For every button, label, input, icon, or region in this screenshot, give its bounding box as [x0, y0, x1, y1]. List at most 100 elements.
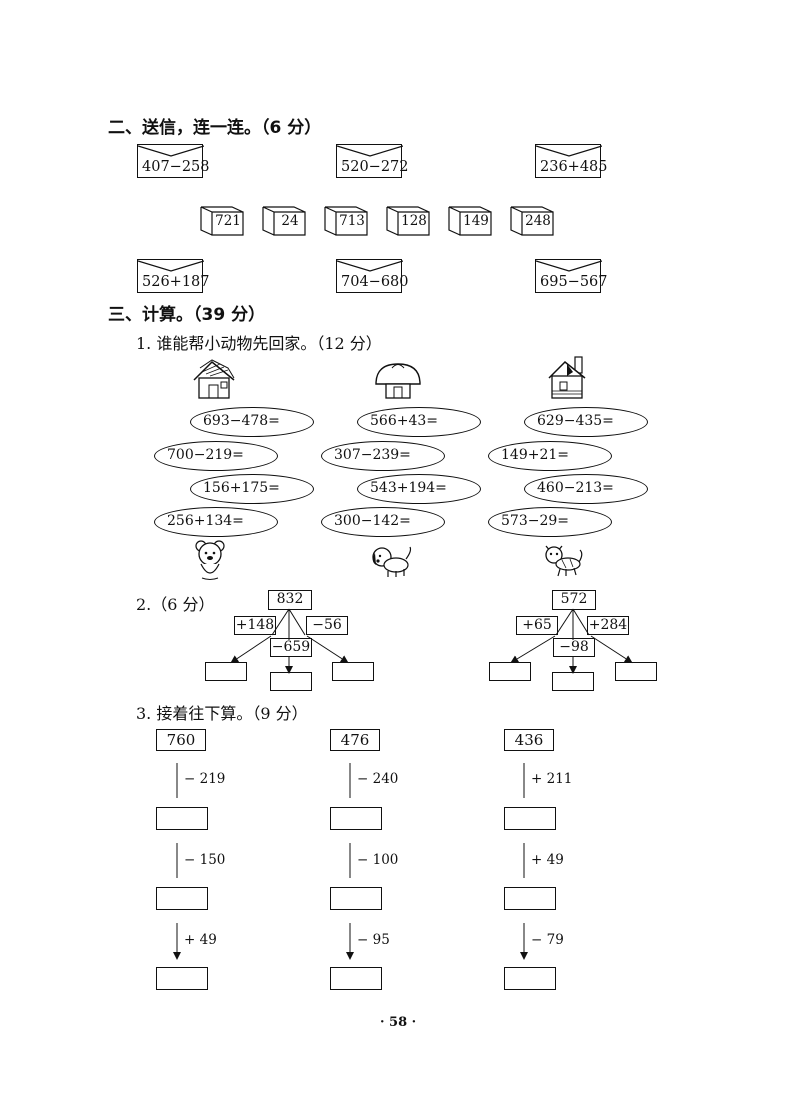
chain-step-op: − 240 [357, 771, 399, 787]
envelope-top-3: 236+485 [535, 144, 608, 178]
cube-icon [448, 206, 492, 236]
number-box-4: 128 [386, 206, 430, 236]
envelope-expression: 695−567 [540, 274, 608, 290]
chain-answer-box[interactable] [156, 967, 208, 990]
chain-answer-box[interactable] [330, 807, 382, 830]
number-box-value: 713 [339, 213, 365, 229]
expression-text: 460−213= [537, 480, 614, 496]
chain-step-op: − 79 [531, 932, 564, 948]
envelope-bottom-2: 704−680 [336, 259, 409, 293]
expression-text: 256+134= [167, 513, 244, 529]
answer-box[interactable] [489, 662, 531, 681]
chain-answer-box[interactable] [504, 887, 556, 910]
chain-step-op: + 211 [531, 771, 573, 787]
expression-oval: 256+134= [154, 507, 278, 537]
cube-icon [200, 206, 244, 236]
envelope-flap-icon [337, 145, 403, 157]
envelope-bottom-1: 526+187 [137, 259, 210, 293]
envelope-flap-icon [536, 260, 602, 272]
expression-text: 573−29= [501, 513, 569, 529]
expression-oval: 693−478= [190, 407, 314, 437]
expression-oval: 156+175= [190, 474, 314, 504]
number-box-2: 24 [262, 206, 306, 236]
expression-text: 700−219= [167, 447, 244, 463]
tree-root-box: 832 [268, 590, 312, 610]
expression-text: 693−478= [203, 413, 280, 429]
envelope-flap-icon [138, 145, 204, 157]
answer-box[interactable] [615, 662, 657, 681]
section2-heading: 二、送信，连一连。（6 分） [108, 118, 322, 138]
part3-title: 3. 接着往下算。（9 分） [136, 704, 308, 723]
expression-oval: 307−239= [321, 441, 445, 471]
expression-oval: 629−435= [524, 407, 648, 437]
expression-oval: 149+21= [488, 441, 612, 471]
tree-op-box: −659 [270, 638, 312, 657]
answer-box[interactable] [332, 662, 374, 681]
chain-step-op: − 150 [184, 852, 226, 868]
section3-heading: 三、计算。（39 分） [108, 305, 266, 325]
envelope-expression: 236+485 [540, 159, 608, 175]
envelope-flap-icon [536, 145, 602, 157]
chain-answer-box[interactable] [504, 967, 556, 990]
expression-text: 156+175= [203, 480, 280, 496]
tree-op-box: +284 [587, 616, 629, 635]
tree-connector-lines [230, 608, 633, 674]
chain-answer-box[interactable] [504, 807, 556, 830]
bear-icon [195, 540, 225, 580]
chain-step-op: + 49 [531, 852, 564, 868]
chain-step-op: − 95 [357, 932, 390, 948]
cube-icon [386, 206, 430, 236]
number-box-5: 149 [448, 206, 492, 236]
tree-root-box: 572 [552, 590, 596, 610]
chain-answer-box[interactable] [330, 887, 382, 910]
expression-text: 149+21= [501, 447, 569, 463]
expression-oval: 700−219= [154, 441, 278, 471]
answer-box[interactable] [270, 672, 312, 691]
answer-box[interactable] [552, 672, 594, 691]
tree-op-box: +65 [516, 616, 558, 635]
cube-icon [324, 206, 368, 236]
dog-icon [372, 546, 412, 577]
number-box-1: 721 [200, 206, 244, 236]
chimney-house-icon [548, 356, 586, 399]
number-box-value: 128 [401, 213, 427, 229]
chain-answer-box[interactable] [156, 807, 208, 830]
envelope-expression: 704−680 [341, 274, 409, 290]
tree-op-box: −56 [306, 616, 348, 635]
number-box-value: 721 [215, 213, 241, 229]
expression-text: 629−435= [537, 413, 614, 429]
expression-text: 300−142= [334, 513, 411, 529]
answer-box[interactable] [205, 662, 247, 681]
envelope-expression: 526+187 [142, 274, 210, 290]
page-number: · 58 · [380, 1015, 417, 1030]
envelope-expression: 520−272 [341, 159, 409, 175]
chain-answer-box[interactable] [156, 887, 208, 910]
chain-step-op: − 100 [357, 852, 399, 868]
chain-start-box: 476 [330, 729, 380, 751]
expression-text: 566+43= [370, 413, 438, 429]
tree-op-box: −98 [553, 638, 595, 657]
chain-arrows [0, 763, 800, 1000]
chain-step-op: + 49 [184, 932, 217, 948]
cat-icon [545, 545, 583, 577]
envelope-top-2: 520−272 [336, 144, 409, 178]
expression-text: 543+194= [370, 480, 447, 496]
expression-oval: 460−213= [524, 474, 648, 504]
house-icon [193, 359, 235, 399]
envelope-top-1: 407−258 [137, 144, 210, 178]
envelope-expression: 407−258 [142, 159, 210, 175]
expression-oval: 300−142= [321, 507, 445, 537]
chain-start-box: 436 [504, 729, 554, 751]
expression-oval: 573−29= [488, 507, 612, 537]
expression-text: 307−239= [334, 447, 411, 463]
cube-icon [510, 206, 554, 236]
number-box-3: 713 [324, 206, 368, 236]
chain-answer-box[interactable] [330, 967, 382, 990]
mushroom-house-icon [375, 363, 421, 399]
part1-title: 1. 谁能帮小动物先回家。（12 分） [136, 334, 382, 353]
part2-title: 2.（6 分） [136, 595, 215, 614]
expression-oval: 543+194= [357, 474, 481, 504]
envelope-bottom-3: 695−567 [535, 259, 608, 293]
number-box-value: 248 [525, 213, 551, 229]
chain-step-op: − 219 [184, 771, 226, 787]
